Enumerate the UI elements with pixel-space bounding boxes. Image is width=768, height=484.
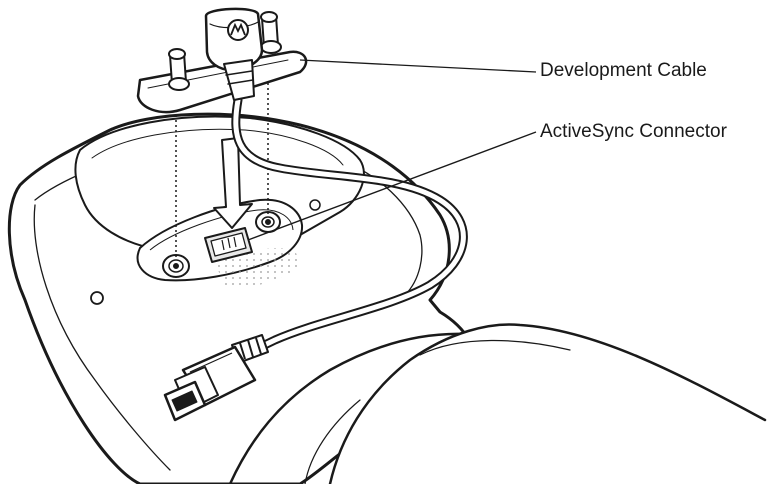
- left-screw-hole: [162, 254, 190, 278]
- development-cable-head: [136, 7, 308, 114]
- body-screw-hole: [90, 291, 104, 305]
- leader-activesync-connector: [247, 131, 537, 241]
- right-screw-hole: [255, 211, 281, 233]
- activesync-connector-label: ActiveSync Connector: [540, 121, 727, 142]
- activesync-port: [204, 227, 253, 263]
- usb-plug: [163, 345, 257, 422]
- development-cable-wire: [231, 95, 468, 357]
- motorola-logo-icon: [227, 19, 249, 41]
- alignment-guides: [175, 78, 269, 258]
- callout-leaders: [247, 59, 537, 241]
- development-cable-label: Development Cable: [540, 60, 707, 81]
- leader-development-cable: [299, 59, 537, 73]
